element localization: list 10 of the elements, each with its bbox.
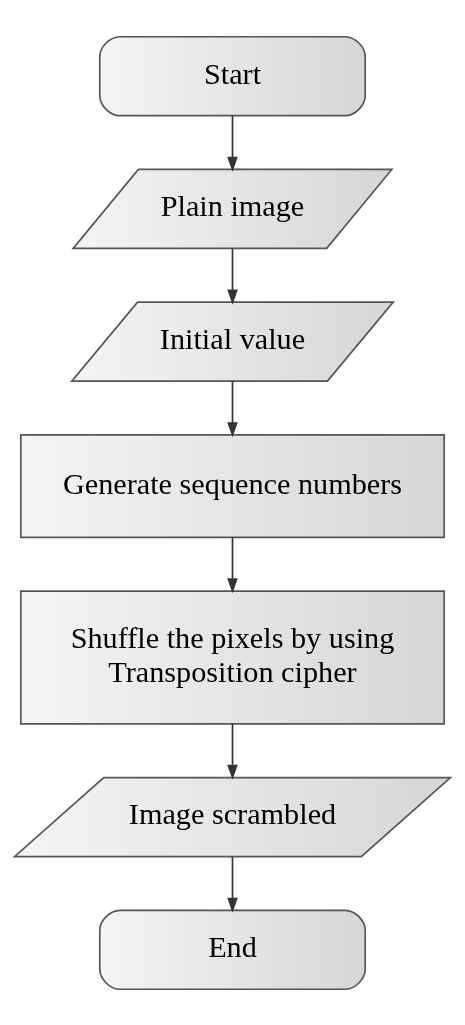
arrow xyxy=(227,855,238,913)
arrow xyxy=(227,247,238,305)
arrow xyxy=(227,114,238,172)
node-box: End xyxy=(98,909,367,990)
arrow xyxy=(227,379,238,437)
node-box: Generate sequence numbers xyxy=(20,433,445,538)
arrow xyxy=(227,536,238,593)
node-box: Shuffle the pixels by using Transposition cipher xyxy=(20,589,445,725)
arrow xyxy=(227,722,238,780)
node-box: Start xyxy=(98,35,367,117)
